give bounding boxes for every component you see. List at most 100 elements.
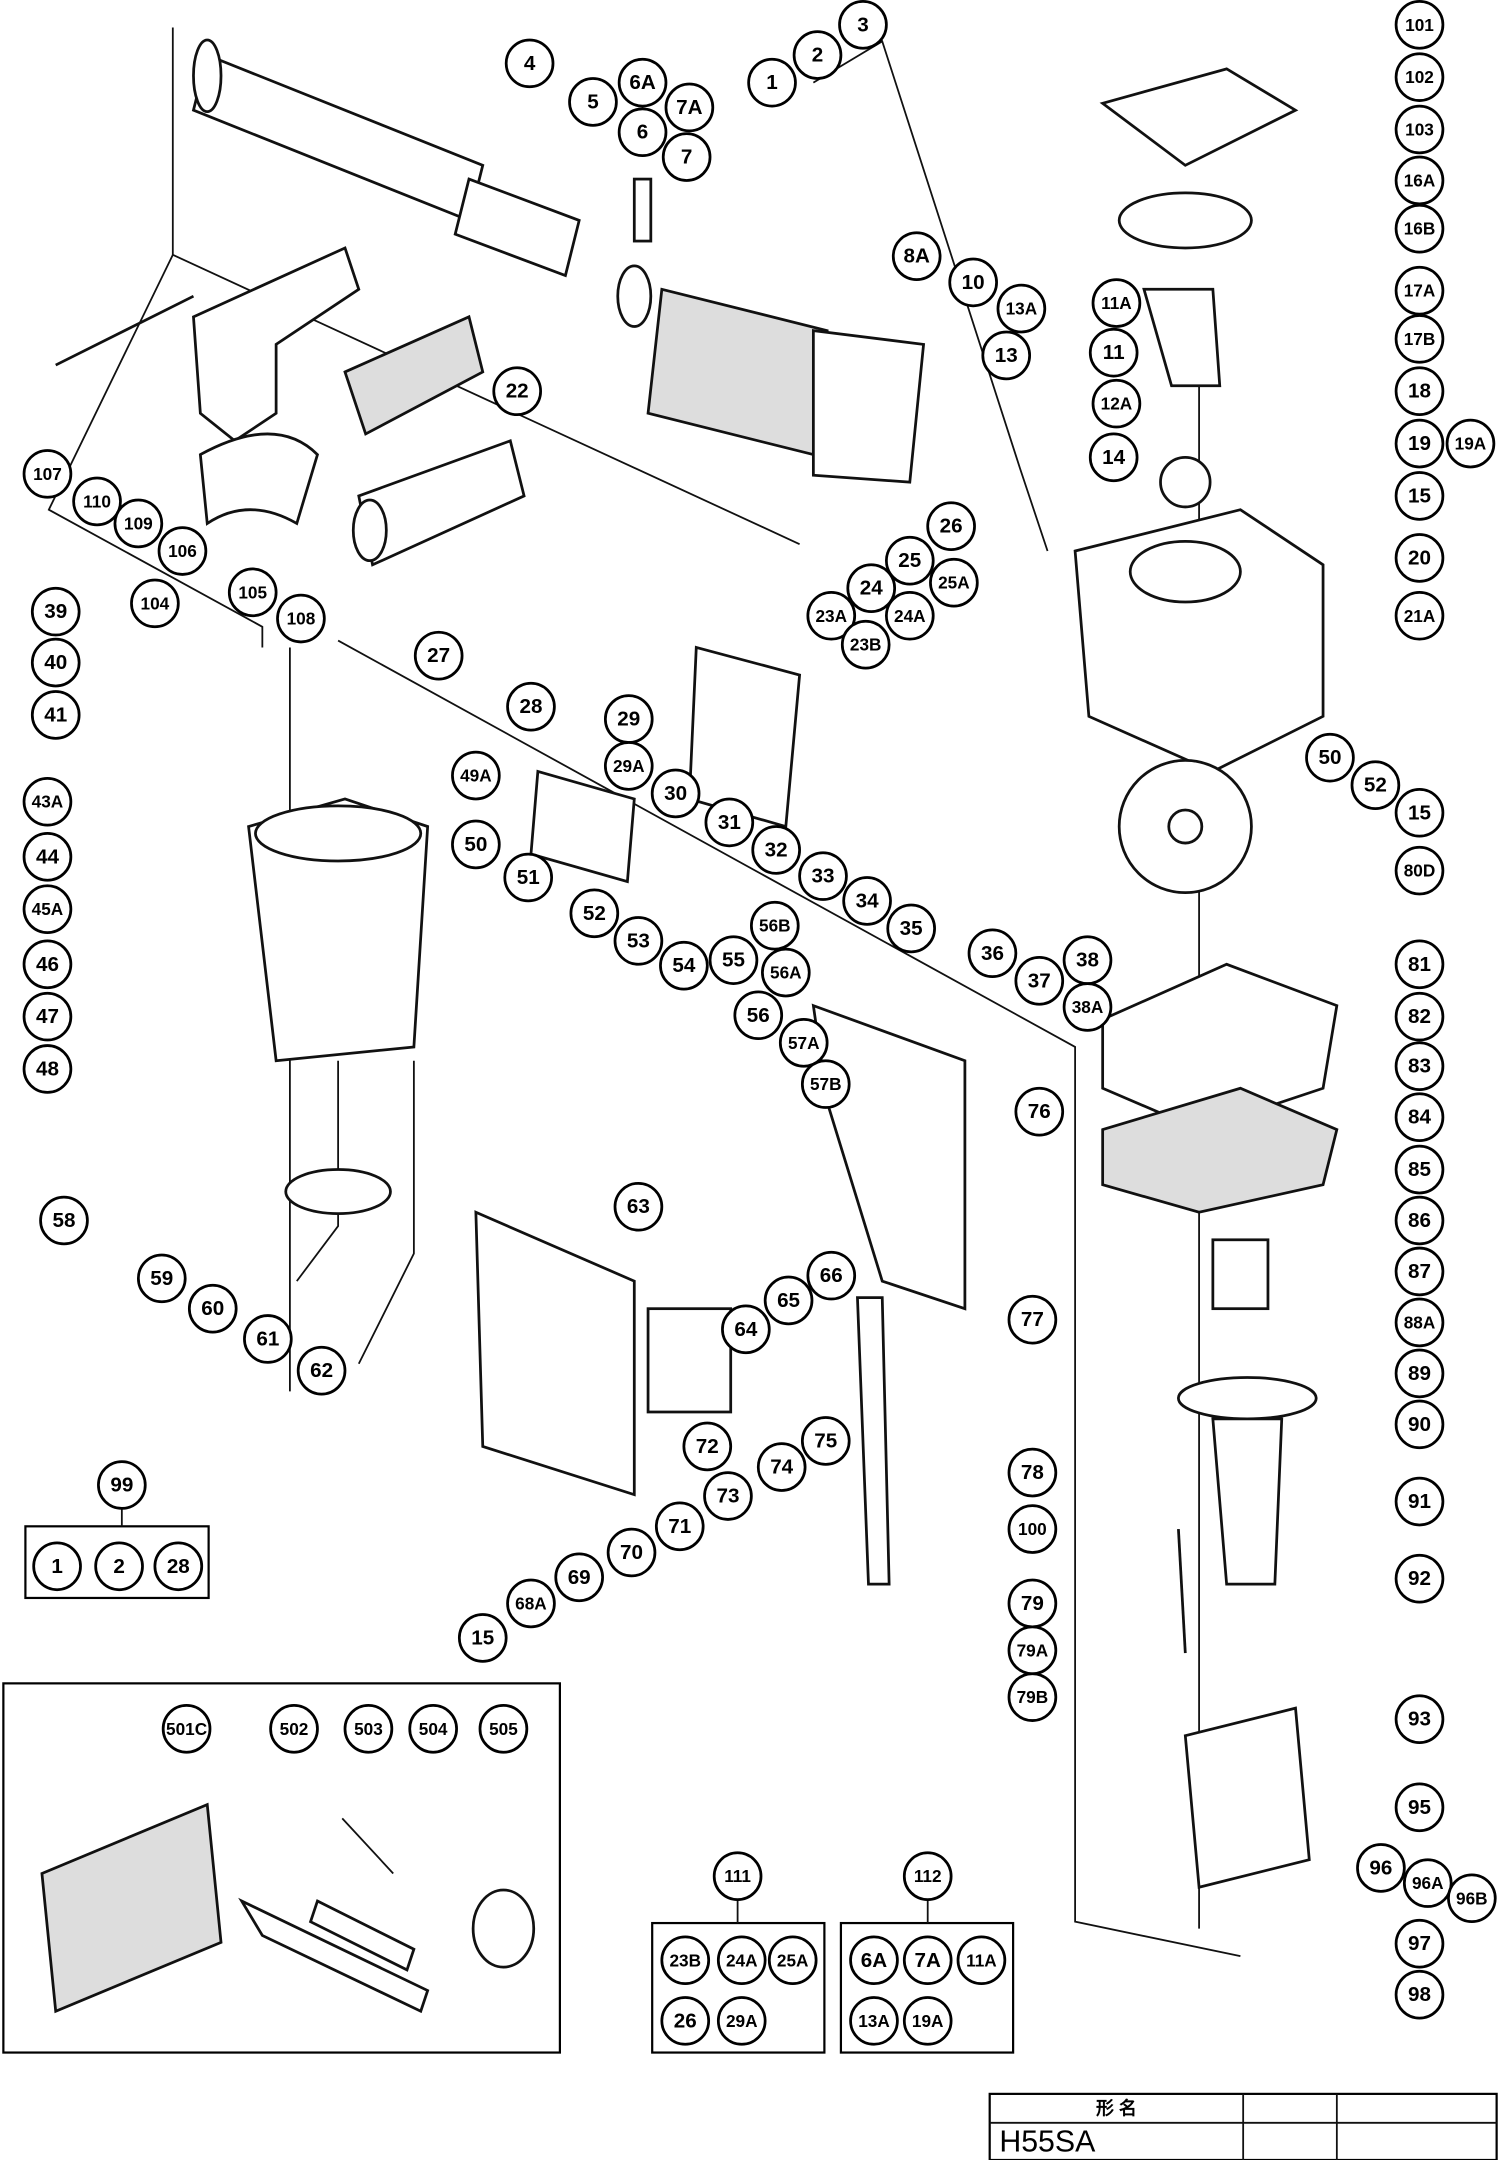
callout-circle <box>1007 1672 1058 1722</box>
callout-circle <box>1394 1195 1445 1246</box>
callout-label: 58 <box>52 1209 75 1232</box>
callout-label: 107 <box>33 464 62 484</box>
callout-label: 502 <box>280 1719 309 1739</box>
callout-label: 63 <box>627 1195 650 1218</box>
callout-29: 29 <box>603 694 654 744</box>
callout-27: 27 <box>413 630 464 681</box>
callout-label: 98 <box>1408 1983 1431 2006</box>
callout-label: 68A <box>515 1593 547 1613</box>
callout-79b: 79B <box>1007 1672 1058 1722</box>
callout-109: 109 <box>113 498 164 549</box>
callout-504: 504 <box>408 1704 458 1754</box>
callout-label: 24 <box>860 577 883 600</box>
callout-label: 23A <box>815 606 847 626</box>
callout-48: 48 <box>22 1044 73 1094</box>
callout-circle <box>296 1345 347 1396</box>
callout-circle <box>1394 418 1445 469</box>
callout-105: 105 <box>227 567 278 618</box>
callout-label: 86 <box>1408 1209 1431 1232</box>
callout-1: 1 <box>32 1541 82 1592</box>
callout-label: 90 <box>1408 1413 1431 1436</box>
callout-circle <box>846 563 897 614</box>
callout-35: 35 <box>886 903 936 954</box>
callout-label: 11 <box>1103 341 1125 364</box>
callout-circle <box>613 916 664 966</box>
callout-64: 64 <box>721 1304 771 1355</box>
callout-circle <box>767 1935 818 1986</box>
callout-label: 11A <box>1101 293 1132 313</box>
callout-circle <box>30 637 81 688</box>
callout-label: 15 <box>1408 484 1431 507</box>
callout-circle <box>161 1704 212 1754</box>
callout-circle <box>1394 590 1445 641</box>
callout-label: 31 <box>718 811 741 834</box>
callout-label: 56B <box>759 916 791 936</box>
callout-circle <box>806 590 857 641</box>
callout-label: 503 <box>354 1719 383 1739</box>
callout-15: 15 <box>457 1613 508 1663</box>
callout-circle <box>967 928 1018 979</box>
callout-69: 69 <box>554 1552 604 1603</box>
callout-14: 14 <box>1088 432 1139 483</box>
callout-circle <box>708 935 759 985</box>
callout-28: 28 <box>153 1541 204 1592</box>
callout-25a: 25A <box>767 1935 818 1986</box>
callout-label: 109 <box>124 513 153 533</box>
callout-circle <box>703 1471 753 1521</box>
callout-1: 1 <box>747 57 797 108</box>
callout-11a: 11A <box>1091 278 1142 328</box>
callout-label: 61 <box>256 1327 279 1350</box>
callout-circle <box>1394 787 1445 838</box>
callout-label: 6A <box>861 1949 887 1972</box>
callout-17b: 17B <box>1394 314 1445 364</box>
callout-label: 76 <box>1028 1100 1051 1123</box>
callout-circle <box>1394 1348 1445 1399</box>
callout-circle <box>721 1304 771 1355</box>
callout-circle <box>1007 1504 1058 1554</box>
callout-circle <box>276 593 326 644</box>
callout-89: 89 <box>1394 1348 1445 1399</box>
callout-circle <box>22 832 73 882</box>
callout-label: 15 <box>471 1626 494 1649</box>
callout-circle <box>1091 378 1142 429</box>
callout-label: 99 <box>110 1474 133 1497</box>
callout-25: 25 <box>885 535 935 586</box>
callout-83: 83 <box>1394 1041 1445 1092</box>
callout-label: 82 <box>1408 1005 1431 1028</box>
callout-99: 99 <box>97 1460 147 1510</box>
callout-label: 19 <box>1408 432 1431 455</box>
callout-3: 3 <box>838 0 888 50</box>
callout-17a: 17A <box>1394 265 1445 316</box>
callout-29a: 29A <box>603 741 654 791</box>
callout-label: 103 <box>1405 119 1434 139</box>
callout-circle <box>22 991 73 1042</box>
callout-circle <box>94 1541 144 1592</box>
callout-19: 19 <box>1394 418 1445 469</box>
callout-label: 23B <box>669 1950 701 1970</box>
callout-23a: 23A <box>806 590 857 641</box>
callout-circle <box>30 690 81 740</box>
callout-label: 71 <box>668 1515 691 1538</box>
callout-circle <box>660 1996 711 2046</box>
callout-circle <box>1356 1843 1406 1893</box>
callout-26: 26 <box>926 501 976 552</box>
callout-33: 33 <box>798 851 848 901</box>
callout-label: 13A <box>1006 299 1038 319</box>
callout-circle <box>806 1250 857 1301</box>
callout-label: 91 <box>1408 1490 1431 1513</box>
callout-80d: 80D <box>1394 845 1445 896</box>
callout-circle <box>1394 1918 1445 1969</box>
callout-label: 36 <box>981 942 1004 965</box>
callout-111: 111 <box>712 1851 763 1902</box>
callout-label: 14 <box>1102 446 1125 469</box>
callout-68a: 68A <box>506 1578 556 1629</box>
callout-circle <box>504 38 555 89</box>
callout-label: 73 <box>716 1485 739 1508</box>
callout-circle <box>661 132 712 182</box>
callout-circle <box>492 366 542 417</box>
callout-circle <box>704 797 755 848</box>
callout-15: 15 <box>1394 471 1445 521</box>
callout-59: 59 <box>136 1253 187 1304</box>
callout-circle <box>39 1195 89 1246</box>
